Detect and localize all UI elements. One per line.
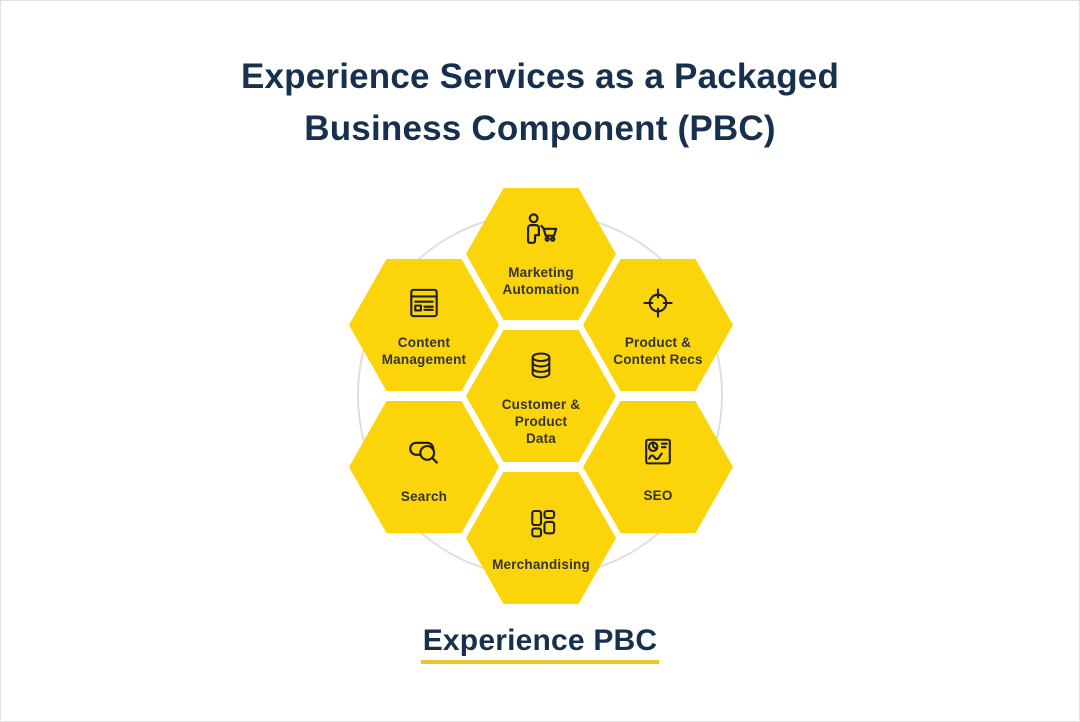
hexagon-marketing-automation: Marketing Automation [466, 188, 616, 320]
person-cart-icon [519, 210, 563, 254]
page-title-line2: Business Component (PBC) [304, 109, 776, 148]
browser-page-icon [403, 282, 445, 324]
page-title: Experience Services as a Packaged Busine… [1, 51, 1079, 155]
search-bar-icon [402, 430, 446, 474]
hexagon-label: Search [400, 488, 448, 504]
footer: Experience PBC [1, 623, 1079, 664]
experience-pbc-label: Experience PBC [420, 623, 660, 664]
hexagon-merchandising: Merchandising [466, 472, 616, 604]
hexagon-product-content-recs: Product & Content Recs [583, 259, 733, 391]
hexagon-seo: SEO [583, 401, 733, 533]
hexagon-label: Content Management [381, 335, 467, 367]
hexagon-label: Marketing Automation [502, 265, 580, 297]
hexagon-label: SEO [643, 487, 673, 503]
hexagon-search: Search [349, 401, 499, 533]
hexagon-customer-product-data: Customer & Product Data [466, 330, 616, 462]
hexagon-label: Customer & Product Data [501, 396, 581, 446]
analytics-icon [637, 431, 679, 473]
hexagon-content-management: Content Management [349, 259, 499, 391]
hexagon-label: Product & Content Recs [613, 335, 703, 367]
layout-grid-icon [520, 504, 562, 546]
hexagon-label: Merchandising [492, 556, 590, 572]
page-title-line1: Experience Services as a Packaged [240, 57, 840, 96]
target-icon [637, 282, 679, 324]
database-icon [521, 346, 561, 386]
